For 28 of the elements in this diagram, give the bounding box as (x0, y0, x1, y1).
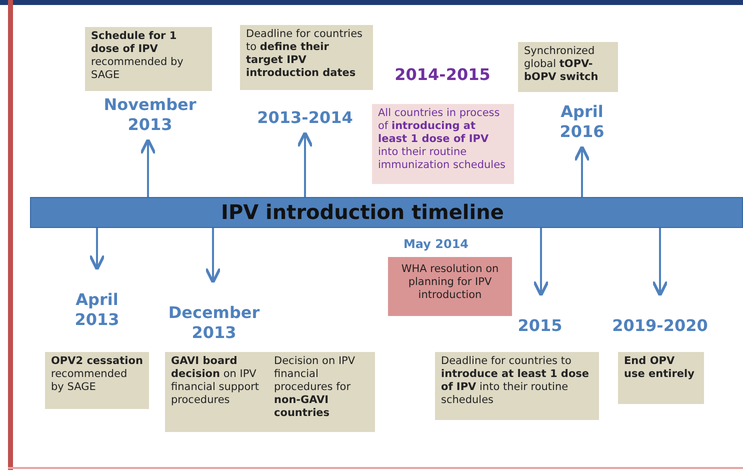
date-label: April 2013 (65, 290, 129, 332)
event-box (165, 352, 375, 432)
date-label: 2014-2015 (385, 65, 500, 87)
date-label: 2015 (510, 316, 570, 338)
date-label: April 2016 (550, 102, 614, 144)
arrow (574, 145, 590, 197)
date-label: 2013-2014 (255, 108, 355, 130)
event-box: OPV2 cessation recommended by SAGE (45, 352, 149, 409)
arrow (88, 228, 106, 271)
event-text: Decision on IPV financial procedures for non-GAVI countries (274, 355, 356, 421)
event-box: Deadline for countries to define their target IPV introduction dates (240, 25, 373, 90)
arrow (204, 228, 222, 284)
event-box: End OPV use entirely (618, 352, 704, 404)
timeline-banner: IPV introduction timeline (30, 197, 743, 228)
date-label: November 2013 (100, 95, 200, 137)
date-label: 2019-2020 (612, 316, 708, 338)
arrow (296, 131, 314, 197)
date-label: December 2013 (162, 303, 266, 345)
event-box: Synchronized global tOPV-bOPV switch (518, 42, 618, 92)
event-box: All countries in process of introducing at least 1 dose of IPV into their routine immunization schedules (372, 104, 514, 184)
event-text: GAVI board decision on IPV financial support procedures (171, 355, 260, 408)
arrow (532, 228, 550, 297)
event-box: Deadline for countries to introduce at least 1 dose of IPV into their routine schedules (435, 352, 599, 420)
event-box: Schedule for 1 dose of IPV recommended by SAGE (85, 27, 212, 91)
arrow (140, 138, 156, 197)
date-label: May 2014 (400, 236, 472, 254)
arrow (652, 228, 668, 297)
event-box: WHA resolution on planning for IPV introduction (388, 257, 512, 316)
